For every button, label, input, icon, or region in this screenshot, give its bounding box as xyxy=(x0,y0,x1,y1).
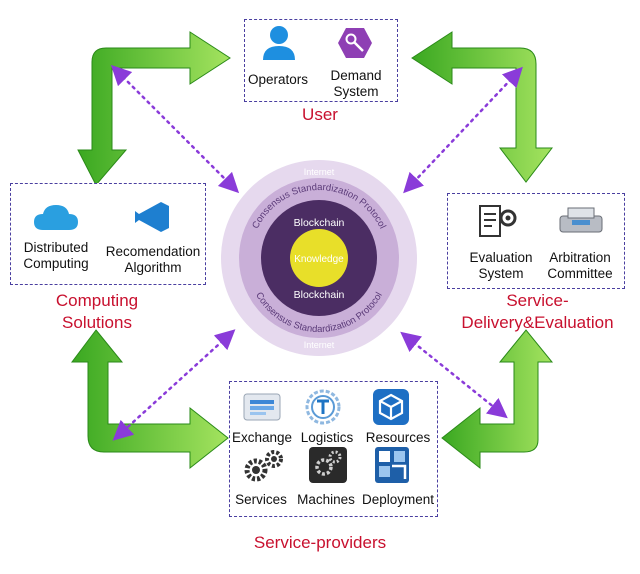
delivery-item-evaluation: Evaluation System xyxy=(469,250,533,281)
arrow-bottom-right xyxy=(441,329,554,470)
algorithm-icon xyxy=(135,202,169,232)
delivery-title: Service- Delivery&Evaluation xyxy=(461,291,614,332)
demand-system-icon xyxy=(338,28,372,58)
operator-icon xyxy=(263,26,295,60)
center-internet-bottom: Internet xyxy=(304,340,335,350)
user-box: Operators Demand System xyxy=(244,19,398,102)
connector-computing xyxy=(112,329,236,441)
center-knowledge: Knowledge xyxy=(294,254,344,265)
provider-item-resources: Resources xyxy=(365,430,431,445)
provider-item-logistics: Logistics xyxy=(300,430,354,445)
arbitration-committee-icon xyxy=(559,207,603,233)
connector-providers xyxy=(400,331,508,419)
provider-item-services: Services xyxy=(235,492,287,507)
user-item-demand-system: Demand System xyxy=(330,68,382,99)
delivery-item-arbitration: Arbitration Committee xyxy=(547,250,613,281)
connector-delivery xyxy=(403,66,523,194)
deployment-icon xyxy=(375,447,409,483)
center-diagram xyxy=(221,160,417,356)
computing-box: Distributed Computing Recomendation Algo… xyxy=(10,183,206,285)
computing-item-distributed: Distributed Computing xyxy=(23,240,89,271)
provider-item-exchange: Exchange xyxy=(231,430,293,445)
center-blockchain-bottom: Blockchain xyxy=(294,289,345,301)
providers-title: Service-providers xyxy=(253,533,387,552)
center-internet-top: Internet xyxy=(304,167,335,177)
arrow-bottom-left xyxy=(71,329,229,470)
evaluation-system-icon xyxy=(479,205,517,237)
arrow-top-right xyxy=(411,31,554,183)
provider-item-machines: Machines xyxy=(297,492,355,507)
connector-user xyxy=(110,64,240,194)
provider-item-deployment: Deployment xyxy=(361,492,435,507)
cloud-icon xyxy=(34,205,78,230)
delivery-box: Evaluation System Arbitration Committee xyxy=(447,193,625,289)
resources-icon xyxy=(373,389,409,425)
services-gears-icon xyxy=(244,450,283,482)
exchange-icon xyxy=(243,393,281,421)
user-item-operators: Operators xyxy=(247,72,309,87)
computing-item-recommendation: Recomendation Algorithm xyxy=(105,244,201,275)
providers-box: Exchange Logistics Resources Services Ma… xyxy=(229,381,438,517)
machines-icon xyxy=(309,447,347,483)
logistics-icon xyxy=(305,389,341,425)
user-title: User xyxy=(302,105,338,124)
computing-title: Computing Solutions xyxy=(55,291,139,332)
center-blockchain-top: Blockchain xyxy=(294,217,345,229)
